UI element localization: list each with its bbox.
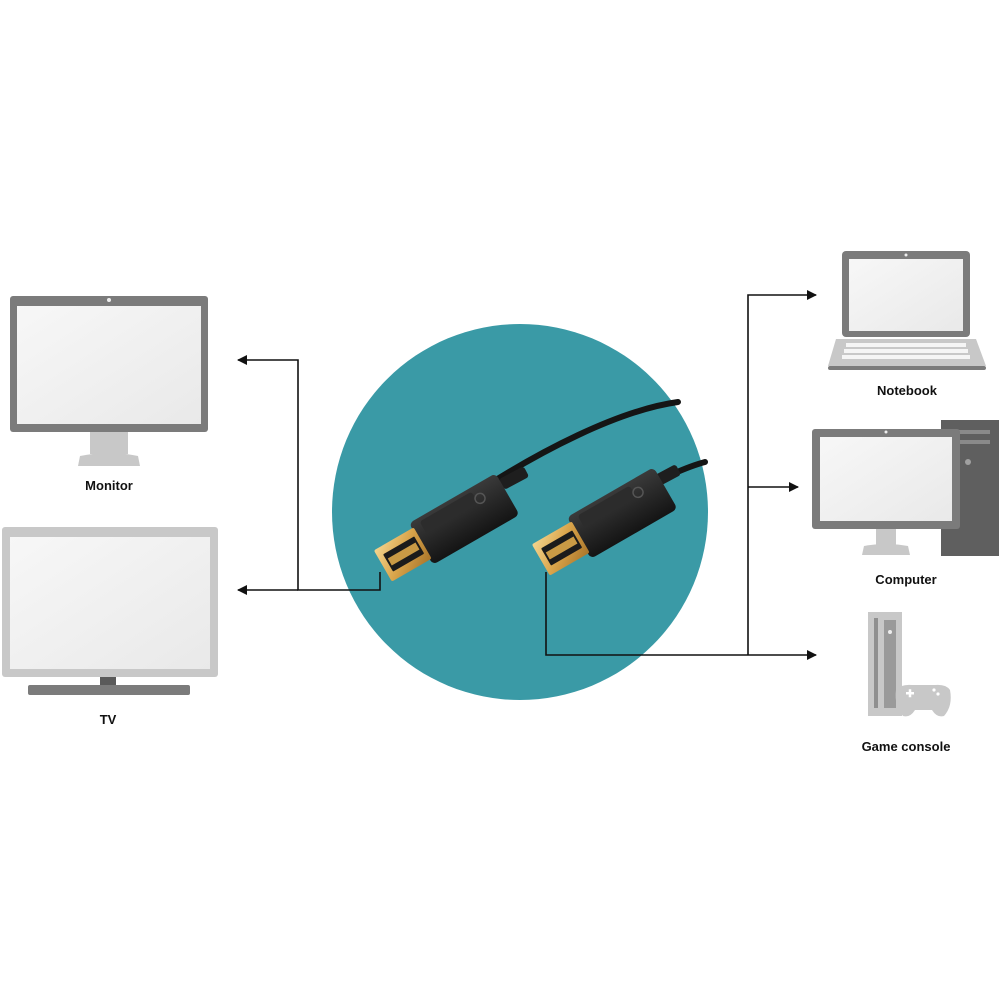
label-monitor: Monitor [85, 478, 133, 493]
label-game-console: Game console [862, 739, 951, 754]
label-tv: TV [100, 712, 117, 727]
game-console-icon [868, 612, 951, 716]
monitor-icon [10, 296, 208, 466]
laptop-icon [828, 251, 986, 370]
desktop-computer-icon [812, 420, 999, 556]
label-notebook: Notebook [877, 383, 937, 398]
tv-icon [2, 527, 218, 695]
label-computer: Computer [875, 572, 936, 587]
